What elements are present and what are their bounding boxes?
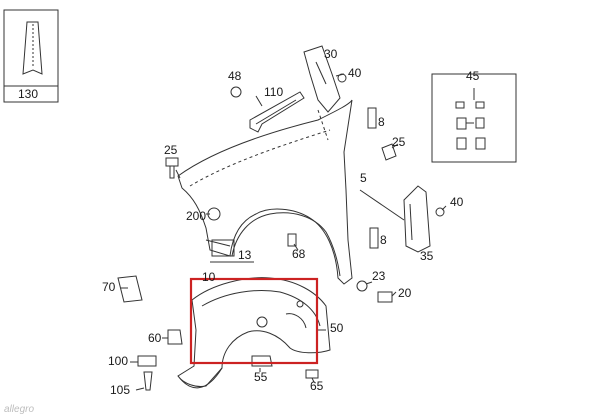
clip-55 bbox=[251, 355, 273, 367]
label-8b: 8 bbox=[380, 233, 387, 247]
label-68: 68 bbox=[292, 247, 306, 261]
label-30: 30 bbox=[324, 47, 338, 61]
label-45: 45 bbox=[466, 69, 480, 83]
label-130: 130 bbox=[18, 87, 39, 101]
label-105: 105 bbox=[110, 383, 131, 397]
watermark: allegro bbox=[4, 404, 35, 415]
bracket-35 bbox=[403, 185, 431, 253]
clip-23 bbox=[356, 280, 368, 292]
label-40b: 40 bbox=[450, 195, 464, 209]
label-10: 10 bbox=[202, 270, 216, 284]
label-25a: 25 bbox=[164, 143, 178, 157]
label-200: 200 bbox=[186, 209, 207, 223]
bolt-20 bbox=[377, 291, 393, 303]
label-48: 48 bbox=[228, 69, 242, 83]
screw-105 bbox=[143, 371, 153, 391]
front-fender bbox=[177, 99, 353, 285]
label-70: 70 bbox=[102, 280, 116, 294]
label-13: 13 bbox=[238, 248, 252, 262]
label-40a: 40 bbox=[348, 66, 362, 80]
clip-65 bbox=[305, 369, 319, 379]
label-100: 100 bbox=[108, 354, 129, 368]
label-110: 110 bbox=[264, 85, 284, 99]
strip-13 bbox=[211, 239, 235, 257]
bolt-68 bbox=[287, 233, 297, 247]
screw-25b bbox=[381, 143, 397, 161]
highlight-box bbox=[189, 277, 319, 365]
screw-25a bbox=[165, 157, 179, 179]
label-8a: 8 bbox=[378, 115, 385, 129]
part-130-strip bbox=[22, 21, 43, 75]
label-5: 5 bbox=[360, 171, 367, 185]
clip-8b bbox=[369, 227, 379, 249]
clip-100 bbox=[137, 355, 157, 367]
part-45-box bbox=[431, 73, 517, 163]
clip-48 bbox=[230, 86, 242, 98]
label-23: 23 bbox=[372, 269, 386, 283]
bracket-70 bbox=[117, 275, 143, 303]
bracket-30 bbox=[303, 45, 341, 113]
label-50: 50 bbox=[330, 321, 344, 335]
label-25b: 25 bbox=[392, 135, 406, 149]
label-20: 20 bbox=[398, 286, 412, 300]
part-130-box bbox=[3, 9, 59, 103]
clip-60 bbox=[167, 329, 183, 345]
clip-8a bbox=[367, 107, 377, 129]
part-45-clips bbox=[455, 101, 486, 150]
bracket-110 bbox=[249, 91, 305, 133]
label-35: 35 bbox=[420, 249, 434, 263]
label-60: 60 bbox=[148, 331, 162, 345]
nut-40b bbox=[435, 207, 445, 217]
label-55: 55 bbox=[254, 370, 268, 384]
label-65: 65 bbox=[310, 379, 324, 393]
